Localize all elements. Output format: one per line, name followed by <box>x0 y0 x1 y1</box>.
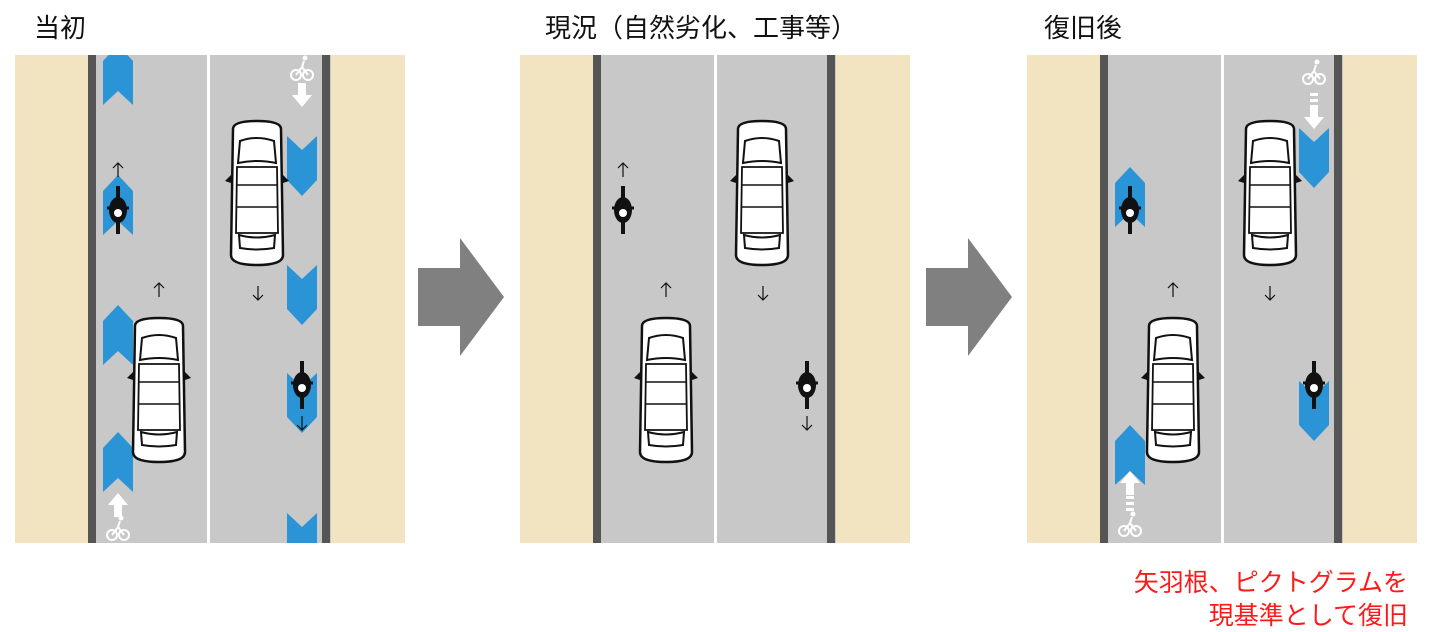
pictogram-dash <box>1310 99 1318 102</box>
transition-arrow-icon <box>926 238 1012 356</box>
pictogram-dash <box>1126 502 1134 505</box>
restoration-note: 矢羽根、ピクトグラムを 現基準として復旧 <box>1040 566 1408 632</box>
pictogram-dash <box>1126 508 1134 511</box>
note-line-2: 現基準として復旧 <box>1208 601 1408 630</box>
curb-left <box>1100 55 1108 543</box>
panel-title-restored: 復旧後 <box>1044 14 1123 44</box>
road-panel-restored <box>1027 55 1417 543</box>
car-icon <box>632 316 700 464</box>
curb-left <box>593 55 601 543</box>
curb-right <box>827 55 835 543</box>
car-icon <box>728 119 796 267</box>
car-icon <box>1236 119 1304 267</box>
note-line-1: 矢羽根、ピクトグラムを <box>1133 568 1408 597</box>
panel-title-current: 現況（自然劣化、工事等） <box>545 14 858 44</box>
pictogram-dash <box>1310 93 1318 96</box>
road-panel-current <box>520 55 910 543</box>
car-icon <box>125 316 193 464</box>
center-line <box>714 55 717 543</box>
pictogram-dash <box>1126 496 1134 499</box>
curb-right <box>322 55 330 543</box>
center-line <box>207 55 210 543</box>
curb-right <box>1334 55 1342 543</box>
car-icon <box>223 119 291 267</box>
car-icon <box>1139 316 1207 464</box>
panel-title-initial: 当初 <box>34 14 87 44</box>
road-panel-initial <box>15 55 405 543</box>
curb-left <box>88 55 96 543</box>
center-line <box>1221 55 1224 543</box>
transition-arrow-icon <box>418 238 504 356</box>
